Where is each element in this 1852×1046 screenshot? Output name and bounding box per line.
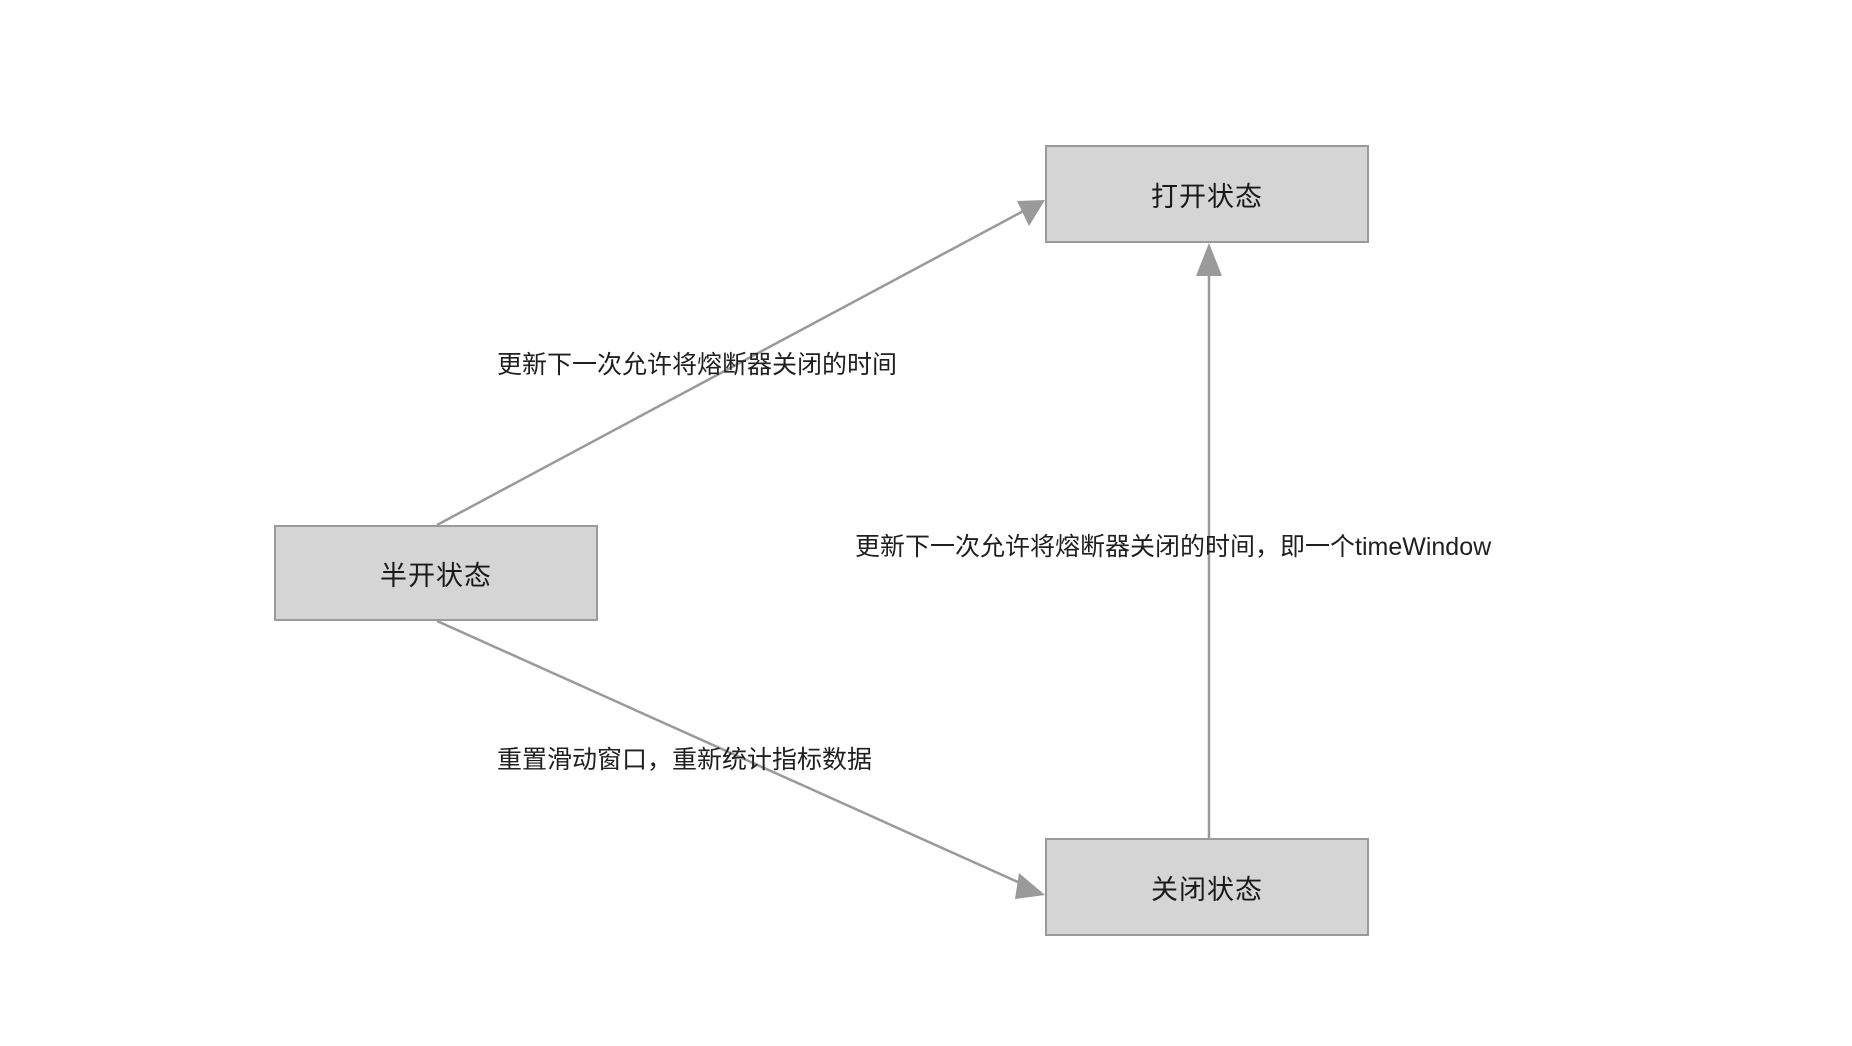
node-half-open-state-label: 半开状态 <box>380 560 492 591</box>
node-half-open-state[interactable]: 半开状态 <box>274 525 598 621</box>
node-open-state[interactable]: 打开状态 <box>1045 145 1369 243</box>
edge-label-half-open-to-closed: 重置滑动窗口，重新统计指标数据 <box>497 746 873 774</box>
edge-line-half-open-to-closed <box>436 619 1030 889</box>
edge-half-open-to-open <box>436 200 1045 527</box>
edge-closed-to-open <box>1196 243 1222 838</box>
arrowhead-half-open-to-open <box>1017 200 1045 226</box>
node-closed-state[interactable]: 关闭状态 <box>1045 838 1369 936</box>
node-closed-state-label: 关闭状态 <box>1151 874 1263 905</box>
edge-half-open-to-closed <box>436 619 1045 899</box>
arrowhead-closed-to-open <box>1196 243 1222 276</box>
edge-label-closed-to-open: 更新下一次允许将熔断器关闭的时间，即一个timeWindow <box>855 533 1492 561</box>
arrowhead-half-open-to-closed <box>1015 873 1045 899</box>
node-open-state-label: 打开状态 <box>1151 181 1263 212</box>
edge-line-half-open-to-open <box>436 206 1030 527</box>
edge-label-half-open-to-open: 更新下一次允许将熔断器关闭的时间 <box>497 351 898 379</box>
